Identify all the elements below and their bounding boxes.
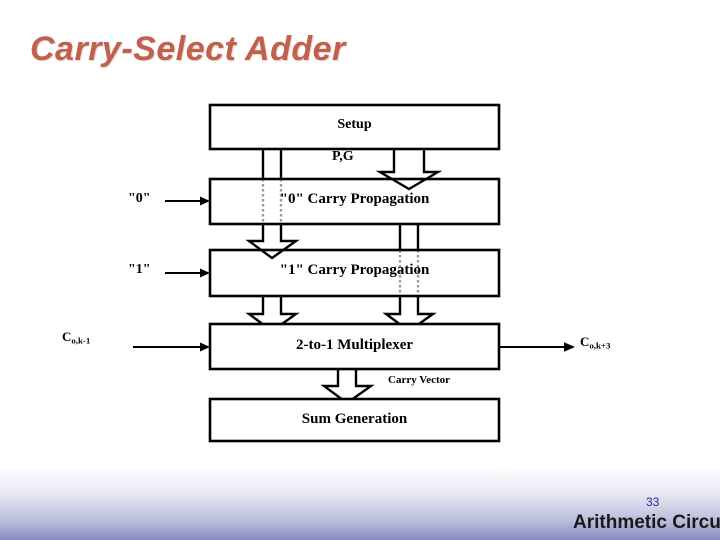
- arrow-pg-setup-to-carry0: [375, 149, 443, 191]
- footer-gradient-band: [0, 455, 720, 540]
- input-label-zero: "0": [128, 191, 151, 206]
- input-label-one: "1": [128, 262, 151, 277]
- input-arrow-carry-in: [133, 342, 210, 352]
- input-label-carry-in: Co,k-1: [62, 330, 90, 345]
- box-label-multiplexer: 2-to-1 Multiplexer: [295, 337, 414, 353]
- carry-out-base: C: [580, 334, 590, 349]
- edge-label-pg: P,G: [332, 149, 354, 164]
- carry-out-subscript: o,k+3: [589, 340, 611, 351]
- box-label-zero-carry-propagation: "0" Carry Propagation: [279, 191, 430, 207]
- carry-in-subscript: o,k-1: [71, 335, 91, 346]
- diagram-canvas: [133, 103, 575, 443]
- page-number: 33: [646, 495, 660, 509]
- edge-label-carry-vector: Carry Vector: [388, 374, 451, 386]
- box-carry0: [208, 177, 501, 226]
- page-title: Carry-Select Adder: [30, 30, 346, 68]
- input-arrow-zero: [165, 196, 210, 206]
- channel-left-through-carry0: [261, 179, 283, 224]
- box-label-setup: Setup: [337, 117, 372, 132]
- input-arrow-one: [165, 268, 210, 278]
- box-sum: [208, 397, 501, 443]
- carry-in-base: C: [62, 329, 72, 344]
- output-label-carry-out: Co,k+3: [580, 335, 610, 350]
- box-label-one-carry-propagation: "1" Carry Propagation: [279, 262, 430, 278]
- footer-title: Arithmetic Circuits: [573, 512, 720, 533]
- box-mux: [208, 322, 501, 371]
- output-arrow-carry-out: [499, 342, 575, 352]
- channel-left-setup-to-carry0: [261, 148, 283, 179]
- channel-right-carry0-to-carry1: [398, 224, 420, 250]
- carry-select-adder-diagram: Setup "0" Carry Propagation "1" Carry Pr…: [62, 103, 610, 443]
- box-setup: [208, 103, 501, 151]
- box-label-sum-generation: Sum Generation: [301, 411, 408, 427]
- arrow-carry0-to-carry1: [245, 224, 300, 260]
